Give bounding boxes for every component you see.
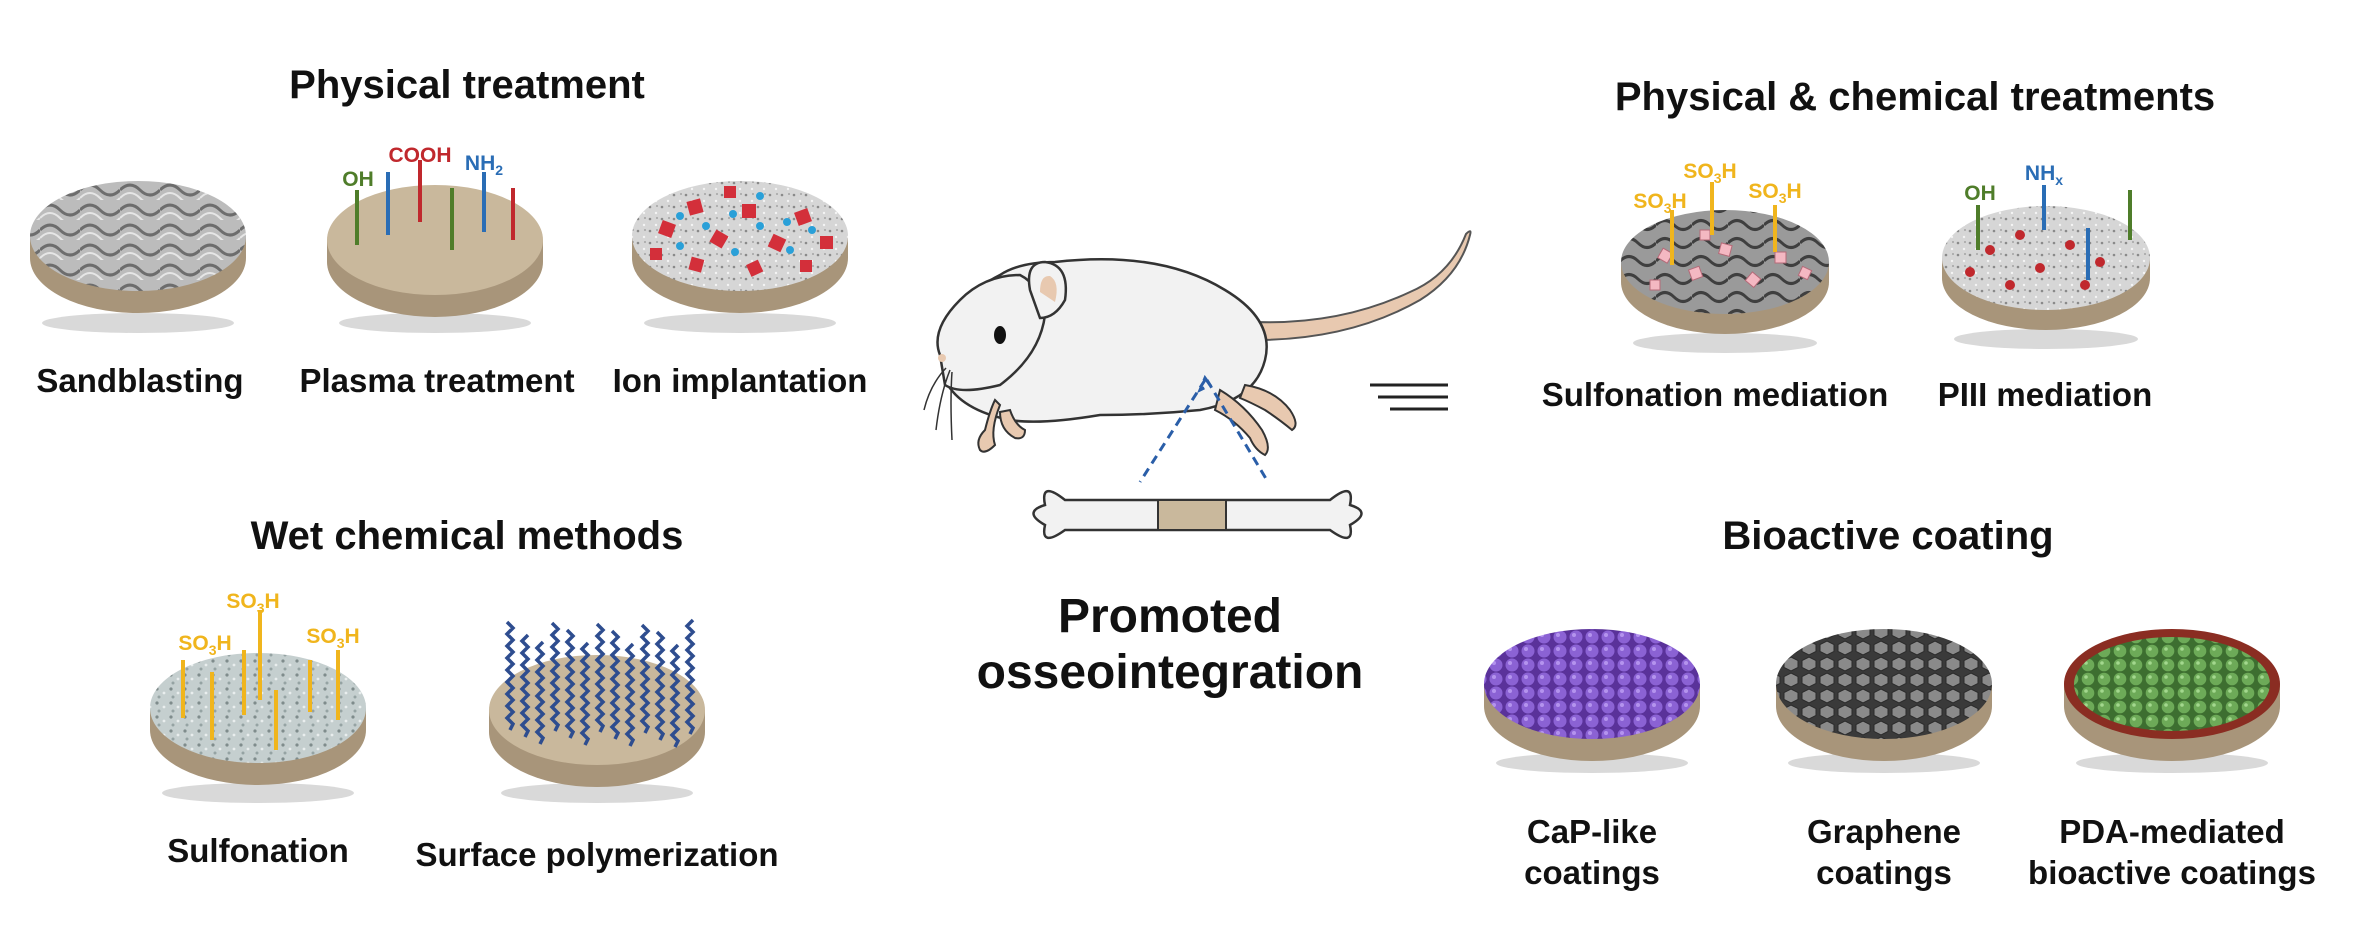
plasma-treatment-label: Plasma treatment xyxy=(299,362,574,399)
physical-treatment-heading: Physical treatment xyxy=(289,63,645,107)
center-title-line2: osseointegration xyxy=(977,646,1364,699)
graphene-label-line1: Graphene xyxy=(1807,813,1961,850)
mouse-illustration xyxy=(923,230,1472,457)
bioactive-coating-heading: Bioactive coating xyxy=(1722,514,2053,558)
cap-like-label-line2: coatings xyxy=(1524,854,1660,891)
bone-illustration xyxy=(1032,490,1363,539)
oh-group-label: OH xyxy=(342,168,374,191)
graphene-coating-disk xyxy=(1776,629,1992,773)
polymer-chain xyxy=(549,621,561,732)
physchem-heading: Physical & chemical treatments xyxy=(1615,75,2215,119)
so3h-label-1: SO3H xyxy=(178,632,231,658)
sulfonation-label: Sulfonation xyxy=(167,832,348,869)
polymer-chain xyxy=(669,643,681,748)
sandblasting-label: Sandblasting xyxy=(36,362,243,399)
implant-site-lines xyxy=(1138,374,1270,483)
sulfonation-mediation-label: Sulfonation mediation xyxy=(1542,376,1888,413)
pda-mediated-label-line1: PDA-mediated xyxy=(2059,813,2285,850)
polymer-chain xyxy=(564,628,576,739)
piii-mediation-disk xyxy=(1942,185,2150,349)
so3h-label-3: SO3H xyxy=(306,625,359,651)
ion-implantation-label: Ion implantation xyxy=(613,362,868,399)
wet-chemical-heading: Wet chemical methods xyxy=(251,514,684,558)
cap-like-coating-disk xyxy=(1484,629,1700,773)
pda-mediated-label-line2: bioactive coatings xyxy=(2028,854,2316,891)
cap-like-label-line1: CaP-like xyxy=(1527,813,1657,850)
polymer-chain xyxy=(624,642,636,747)
sulfonation-mediation-disk xyxy=(1621,182,1829,353)
polymer-chain xyxy=(639,623,651,734)
sandblasting-disk xyxy=(30,181,246,333)
graphene-label-line2: coatings xyxy=(1816,854,1952,891)
sulfonation-disk xyxy=(150,610,366,803)
polymer-chain xyxy=(519,633,531,738)
physchem-so3h-2: SO3H xyxy=(1683,160,1736,186)
physchem-so3h-1: SO3H xyxy=(1633,190,1686,216)
polymer-chain xyxy=(534,640,546,745)
piii-mediation-label: PIII mediation xyxy=(1938,376,2153,413)
polymer-chain xyxy=(684,618,696,735)
plasma-treatment-disk xyxy=(327,160,543,333)
polymer-chain xyxy=(594,622,606,733)
surface-polymerization-disk xyxy=(489,618,705,803)
piii-oh-label: OH xyxy=(1964,182,1996,205)
cooh-group-label: COOH xyxy=(389,144,452,167)
so3h-label-2: SO3H xyxy=(226,590,279,616)
surface-polymerization-label: Surface polymerization xyxy=(415,836,778,873)
equivalence-mark xyxy=(1370,383,1448,411)
center-title-line1: Promoted xyxy=(1058,590,1282,643)
pda-mediated-coating-disk xyxy=(2064,629,2280,773)
piii-nhx-label: NHx xyxy=(2025,162,2063,188)
polymer-chain xyxy=(504,620,516,731)
nh2-group-label: NH2 xyxy=(465,152,503,178)
polymer-chain xyxy=(579,641,591,746)
physchem-so3h-3: SO3H xyxy=(1748,180,1801,206)
polymer-chain xyxy=(609,629,621,740)
ion-implantation-disk xyxy=(632,181,848,333)
polymer-chain xyxy=(654,630,666,741)
